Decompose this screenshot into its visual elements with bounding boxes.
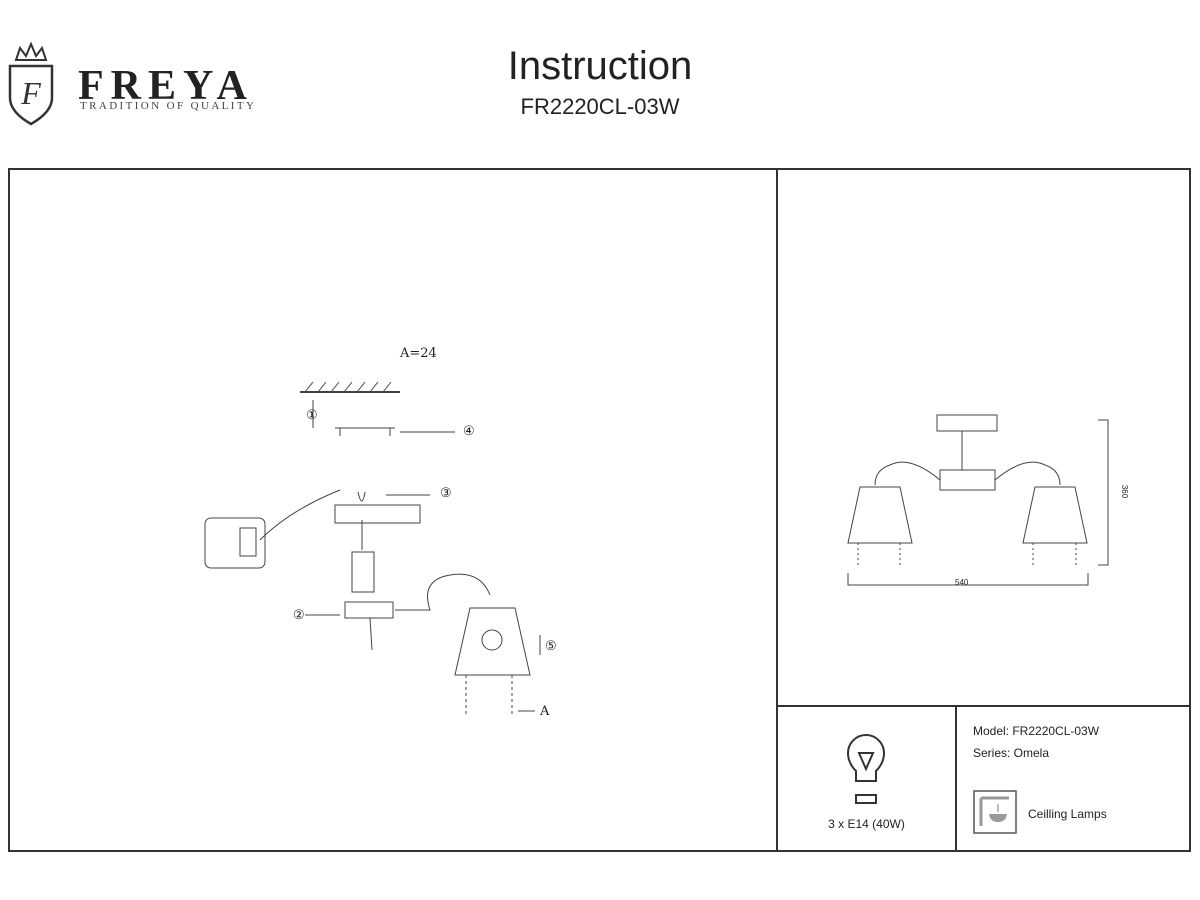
assembly-diagram xyxy=(204,381,541,715)
spacing-label: A=24 xyxy=(400,346,437,361)
category-label: Ceilling Lamps xyxy=(1028,807,1107,821)
callout-4: ④ xyxy=(463,424,475,439)
page-title: Instruction xyxy=(507,44,693,88)
spacing-end-label: A xyxy=(540,704,550,719)
brand-name: FREYA xyxy=(78,63,254,109)
ceiling-lamp-icon xyxy=(973,790,1017,834)
dimension-drawing xyxy=(847,414,1109,586)
instruction-frame xyxy=(8,168,1191,852)
divider xyxy=(776,168,778,852)
width-dimension: 540 xyxy=(955,578,969,587)
callout-2: ② xyxy=(293,608,305,623)
height-dimension: 360 xyxy=(1120,484,1130,499)
model-code: FR2220CL-03W xyxy=(520,94,680,119)
callout-3: ③ xyxy=(440,486,452,501)
freya-crest-logo: F xyxy=(8,41,54,126)
series-info: Series: Omela xyxy=(973,746,1050,760)
callout-1: ① xyxy=(306,408,318,423)
brand-tagline: TRADITION OF QUALITY xyxy=(80,100,257,112)
bulb-spec: 3 x E14 (40W) xyxy=(828,817,905,831)
svg-text:F: F xyxy=(20,75,41,111)
model-info: Model: FR2220CL-03W xyxy=(973,724,1100,738)
divider xyxy=(955,705,957,852)
callout-5: ⑤ xyxy=(545,639,557,654)
divider xyxy=(776,705,1191,707)
bulb-icon xyxy=(846,734,886,804)
